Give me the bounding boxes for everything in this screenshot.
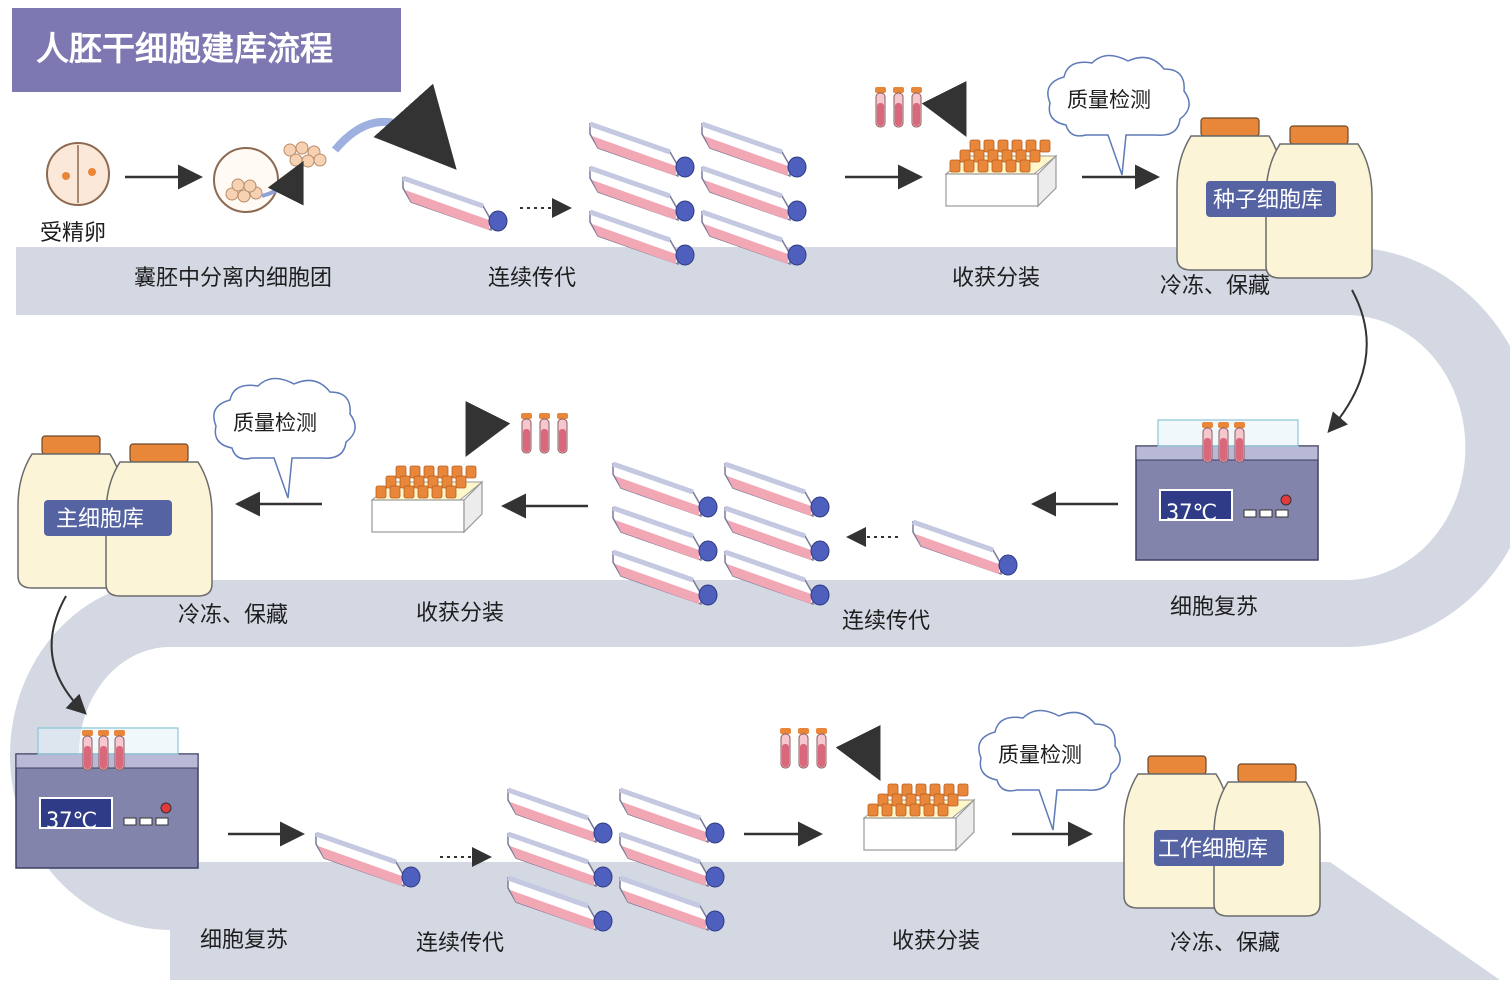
thaw-label-3: 细胞复苏 <box>200 928 288 953</box>
working-bank-label: 工作细胞库 <box>1158 837 1268 862</box>
working-bank-label-plate <box>1154 830 1284 866</box>
qc-cloud-2: 质量检测 <box>213 377 356 499</box>
bath-display-1: 37℃ <box>1166 501 1217 526</box>
step-passage-label: 连续传代 <box>488 266 576 291</box>
water-bath-1: 37℃ <box>1136 420 1318 560</box>
working-bank-jars: 工作细胞库 <box>1123 755 1321 917</box>
seed-bank-label: 种子细胞库 <box>1213 188 1323 213</box>
flask-single-icon <box>403 178 507 231</box>
fertilized-egg-icon <box>46 142 110 206</box>
master-bank-label: 主细胞库 <box>56 507 144 532</box>
step-harvest-label: 收获分装 <box>952 266 1040 291</box>
master-bank-jars: 主细胞库 <box>17 435 213 597</box>
tubes-icon <box>875 87 922 127</box>
seed-bank-jars: 种子细胞库 <box>1176 117 1373 279</box>
step-isolate-label: 囊胚中分离内细胞团 <box>134 266 332 291</box>
qc-label: 质量检测 <box>1067 88 1151 112</box>
blastocyst-icon <box>213 141 327 213</box>
tubes-icon-3 <box>780 728 827 768</box>
qc-label-3: 质量检测 <box>998 743 1082 767</box>
passage-label-3: 连续传代 <box>416 931 504 956</box>
passage-label-2: 连续传代 <box>842 609 930 634</box>
master-bank-label-plate <box>44 500 172 536</box>
tube-rack-icon-3 <box>863 783 975 851</box>
qc-cloud: 质量检测 <box>1047 54 1190 176</box>
tube-rack-icon <box>945 139 1057 207</box>
water-bath-2: 37℃ <box>16 728 198 868</box>
thaw-label-2: 细胞复苏 <box>1170 595 1258 620</box>
seed-bank-label-plate <box>1206 181 1336 217</box>
curve-arrow-left <box>50 595 87 715</box>
curve-arrow-right <box>1327 289 1368 434</box>
tubes-icon-2 <box>521 413 568 453</box>
master-store-label: 冷冻、保藏 <box>178 603 288 628</box>
flask-single-icon-2 <box>913 522 1017 575</box>
qc-cloud-3: 质量检测 <box>978 709 1121 831</box>
harvest-label-2: 收获分装 <box>416 601 504 626</box>
working-store-label: 冷冻、保藏 <box>1170 931 1280 956</box>
egg-label: 受精卵 <box>40 221 106 246</box>
bath-display-2: 37℃ <box>46 809 97 834</box>
seed-store-label: 冷冻、保藏 <box>1160 274 1270 299</box>
tube-rack-icon-2 <box>371 465 483 533</box>
title-banner <box>12 8 401 92</box>
transfer-curve-arrow <box>331 83 457 170</box>
qc-label-2: 质量检测 <box>233 411 317 435</box>
flask-stack-icon <box>590 124 806 265</box>
harvest-label-3: 收获分装 <box>892 929 980 954</box>
page-title: 人胚干细胞建库流程 <box>36 29 333 68</box>
